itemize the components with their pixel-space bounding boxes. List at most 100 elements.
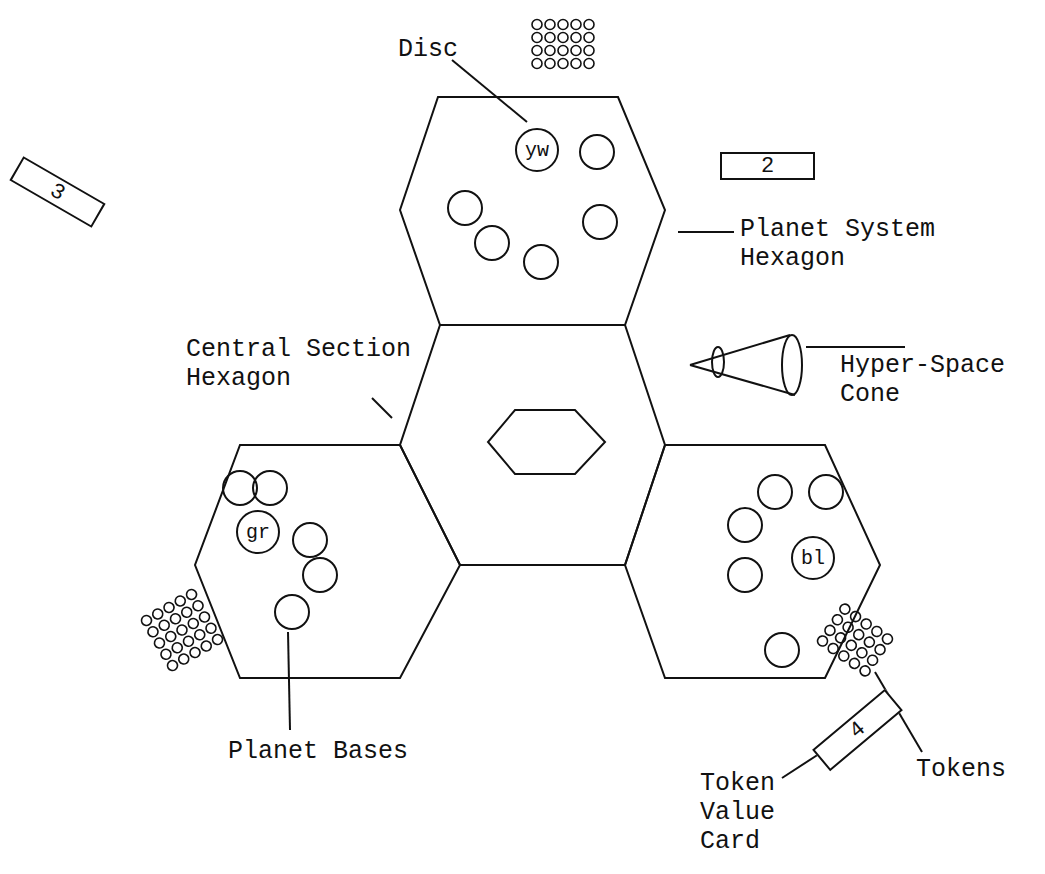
token — [571, 46, 581, 56]
token — [199, 639, 213, 653]
token — [837, 649, 851, 663]
token-pile — [140, 588, 225, 673]
disc-code: yw — [525, 139, 549, 162]
callout-label: Planet System Hexagon — [740, 216, 950, 274]
token — [849, 610, 863, 624]
token — [558, 33, 568, 43]
token — [816, 634, 830, 648]
token — [873, 643, 887, 657]
inner-hexagon — [488, 410, 605, 474]
card-value: 2 — [761, 154, 774, 179]
leader-line — [452, 60, 527, 122]
token — [558, 46, 568, 56]
token — [571, 20, 581, 30]
token — [826, 642, 840, 656]
token — [859, 617, 873, 631]
token — [830, 613, 844, 627]
token — [177, 652, 191, 666]
leader-line — [372, 398, 392, 418]
disc: yw — [515, 128, 559, 172]
callout-label: Tokens — [916, 756, 1006, 785]
token — [188, 646, 202, 660]
token — [164, 630, 178, 644]
token — [532, 46, 542, 56]
token — [848, 656, 862, 670]
token — [866, 653, 880, 667]
card-value: 3 — [46, 178, 70, 206]
token-value-card: 2 — [720, 152, 815, 180]
planet-base — [728, 508, 762, 542]
disc: bl — [791, 536, 835, 580]
callout-label: Planet Bases — [228, 738, 408, 767]
token — [558, 20, 568, 30]
planet-base — [583, 205, 617, 239]
token — [571, 59, 581, 69]
planet-base — [809, 475, 843, 509]
token — [175, 623, 189, 637]
token — [858, 664, 872, 678]
token-value-card: 4 — [812, 689, 903, 772]
token — [146, 625, 160, 639]
disc: gr — [236, 510, 280, 554]
token-value-card: 3 — [9, 156, 105, 228]
token — [162, 601, 176, 615]
callout-label: Disc — [398, 36, 458, 65]
token — [545, 33, 555, 43]
planet-base — [448, 191, 482, 225]
card-value: 4 — [844, 716, 870, 744]
token — [180, 605, 194, 619]
token — [855, 646, 869, 660]
leader-line — [288, 632, 290, 730]
planet-base — [253, 471, 287, 505]
token — [862, 635, 876, 649]
token — [159, 647, 173, 661]
token — [838, 602, 852, 616]
token — [191, 599, 205, 613]
leader-line — [782, 752, 822, 778]
token — [844, 638, 858, 652]
token — [834, 631, 848, 645]
planet-base — [580, 135, 614, 169]
token — [186, 617, 200, 631]
disc-code: gr — [246, 521, 270, 544]
token — [545, 20, 555, 30]
planet-hexagon — [625, 445, 880, 678]
token — [532, 59, 542, 69]
hyperspace-cone — [690, 335, 795, 395]
token — [166, 659, 180, 673]
token-pile — [816, 602, 895, 678]
token — [841, 620, 855, 634]
planet-base — [303, 558, 337, 592]
leader-line — [678, 231, 734, 233]
callout-label: Hyper-Space Cone — [840, 352, 1020, 410]
token — [185, 588, 199, 602]
planet-hexagon — [195, 445, 460, 678]
token — [584, 20, 594, 30]
planet-base — [275, 595, 309, 629]
token — [532, 20, 542, 30]
token-pile — [532, 20, 594, 69]
token — [198, 610, 212, 624]
token — [173, 594, 187, 608]
planet-base — [293, 523, 327, 557]
token — [170, 641, 184, 655]
leader-line — [806, 346, 905, 348]
token — [870, 625, 884, 639]
token — [204, 621, 218, 635]
token — [157, 618, 171, 632]
token — [881, 632, 895, 646]
callout-label: Central Section Hexagon — [186, 336, 426, 394]
hyperspace-cone — [782, 335, 802, 395]
token — [584, 46, 594, 56]
token — [532, 33, 542, 43]
token — [153, 636, 167, 650]
planet-base — [475, 226, 509, 260]
planet-base — [223, 471, 257, 505]
hyperspace-cone-ring — [712, 347, 724, 377]
token — [545, 46, 555, 56]
token — [545, 59, 555, 69]
token — [852, 628, 866, 642]
callout-label: Token Value Card — [700, 770, 790, 856]
planet-hexagon — [400, 97, 665, 325]
